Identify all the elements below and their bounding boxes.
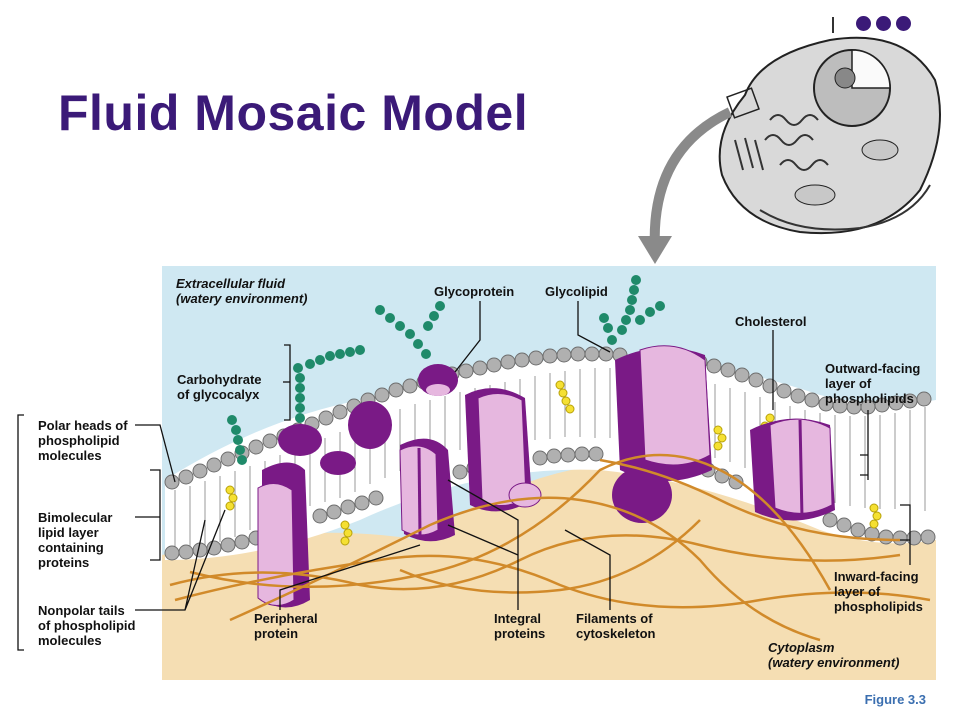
label-filaments-cytoskeleton: Filaments of cytoskeleton: [576, 611, 656, 641]
cell-illustration: [638, 36, 941, 264]
label-extracellular-fluid: Extracellular fluid (watery environment): [176, 276, 308, 306]
label-cholesterol: Cholesterol: [735, 314, 807, 329]
carbohydrate-chains: [227, 275, 665, 465]
decorative-dots: [832, 12, 912, 36]
cytoplasm-region: [162, 463, 936, 680]
dot-icon: [896, 16, 911, 31]
label-glycoprotein: Glycoprotein: [434, 284, 515, 299]
label-peripheral-protein: Peripheral protein: [254, 611, 318, 641]
label-integral-proteins: Integral proteins: [494, 611, 546, 641]
label-bimolecular-lipid-layer: Bimolecular lipid layer containing prote…: [38, 510, 113, 570]
cytoskeleton-filaments: [169, 453, 931, 642]
leader-lines: [17, 301, 911, 651]
slide-title: Fluid Mosaic Model: [58, 85, 529, 141]
label-outward-facing-layer: Outward-facing layer of phospholipids: [825, 361, 921, 406]
label-cytoplasm: Cytoplasm (watery environment): [768, 640, 900, 670]
label-inward-facing-layer: Inward-facing layer of phospholipids: [834, 569, 923, 614]
label-polar-heads: Polar heads of phospholipid molecules: [38, 418, 128, 463]
divider-bar: [832, 17, 834, 33]
label-glycolipid: Glycolipid: [545, 284, 608, 299]
dot-icon: [856, 16, 871, 31]
dot-icon: [876, 16, 891, 31]
label-nonpolar-tails: Nonpolar tails of phospholipid molecules: [38, 603, 136, 648]
figure-number: Figure 3.3: [864, 692, 926, 707]
proteins: [257, 345, 835, 608]
label-carbohydrate-glycocalyx: Carbohydrate of glycocalyx: [177, 372, 262, 402]
